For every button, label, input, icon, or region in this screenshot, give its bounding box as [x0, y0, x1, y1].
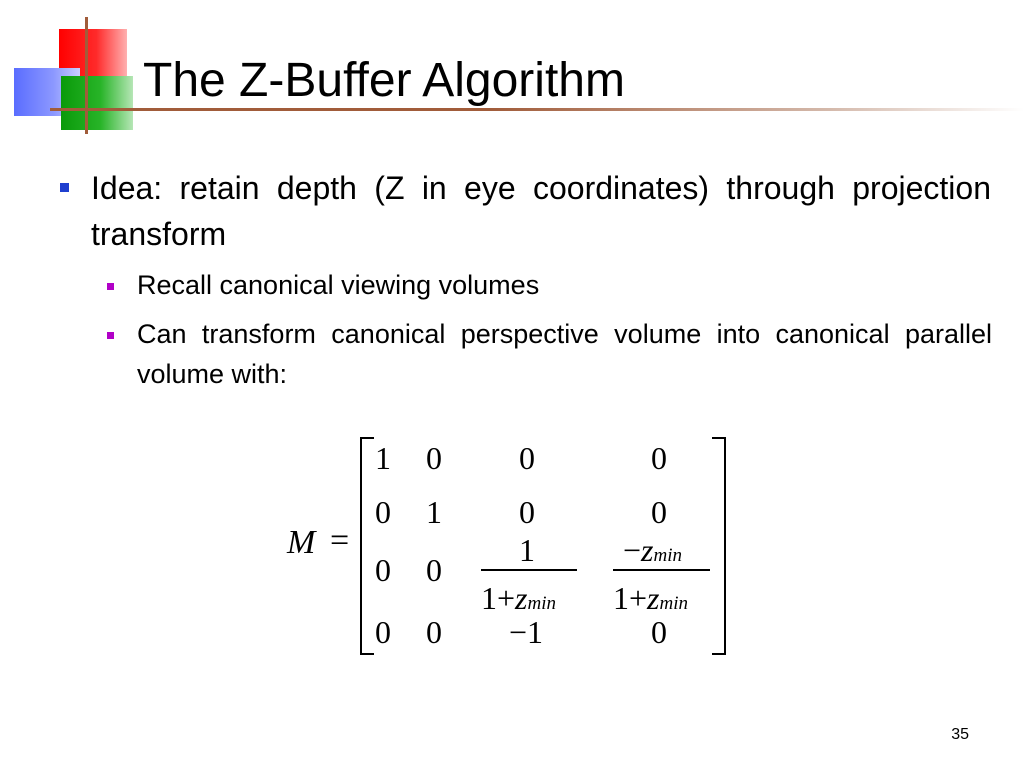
matrix-label: M: [287, 524, 316, 561]
matrix-cell-r2c2: 1: [426, 494, 442, 530]
fraction1-den-prefix: 1+: [481, 580, 516, 616]
fraction1-bar: [481, 569, 577, 571]
matrix-left-bracket: [360, 437, 374, 655]
matrix-cell-r4c2: 0: [426, 614, 442, 650]
fraction2-denominator: 1+zmin: [613, 580, 688, 622]
fraction2-num-var: z: [641, 532, 654, 568]
sub-bullet-recall: Recall canonical viewing volumes: [137, 270, 540, 300]
fraction1-numerator: 1: [519, 532, 535, 568]
matrix-cell-r1c2: 0: [426, 440, 442, 476]
title-underline-rule: [50, 108, 1024, 111]
matrix-cell-r3c1: 0: [375, 552, 391, 588]
fraction2-numerator: −zmin: [623, 532, 682, 574]
fraction2-den-sub: min: [659, 593, 689, 614]
fraction1-denominator: 1+zmin: [481, 580, 556, 622]
matrix-cell-r4c1: 0: [375, 614, 391, 650]
decor-green-square: [61, 76, 133, 130]
fraction2-den-var: z: [647, 580, 660, 616]
matrix-cell-r1c1: 1: [375, 440, 391, 476]
fraction1-den-sub: min: [527, 593, 557, 614]
fraction2-num-sub: min: [653, 545, 683, 566]
sub-bullet-transform: Can transform canonical perspective volu…: [137, 319, 992, 389]
slide-title: The Z-Buffer Algorithm: [143, 54, 625, 107]
fraction2-bar: [613, 569, 710, 571]
sub-bullet-square-icon: [107, 332, 114, 339]
matrix-cell-r3c2: 0: [426, 552, 442, 588]
sub-bullet-square-icon: [107, 283, 114, 290]
fraction2-den-prefix: 1+: [613, 580, 648, 616]
matrix-cell-r2c4: 0: [651, 494, 667, 530]
decor-vertical-rule: [85, 17, 88, 134]
fraction2-num-prefix: −: [623, 532, 642, 568]
matrix-cell-r4c4: 0: [651, 614, 667, 650]
matrix-right-bracket: [712, 437, 726, 655]
matrix-cell-r4c3: −1: [509, 614, 544, 650]
matrix-cell-r1c4: 0: [651, 440, 667, 476]
fraction1-den-var: z: [515, 580, 528, 616]
matrix-cell-r1c3: 0: [519, 440, 535, 476]
equals-sign: =: [330, 522, 350, 559]
matrix-cell-r2c1: 0: [375, 494, 391, 530]
bullet-idea: Idea: retain depth (Z in eye coordinates…: [91, 170, 991, 252]
bullet-square-icon: [60, 183, 69, 192]
matrix-cell-r2c3: 0: [519, 494, 535, 530]
page-number: 35: [951, 726, 969, 743]
